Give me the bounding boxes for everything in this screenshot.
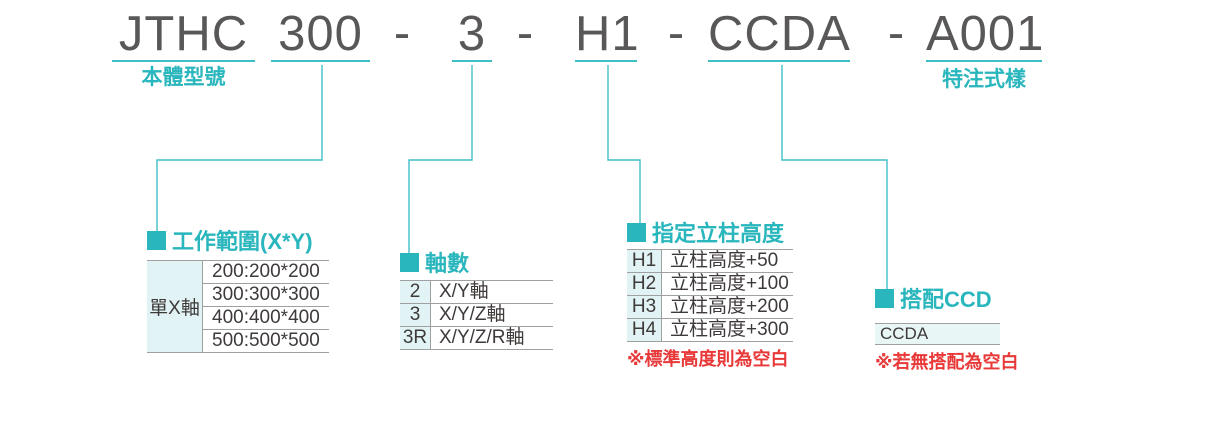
value-cell: X/Y/Z/R軸: [439, 327, 525, 348]
table-row: H1 立柱高度+50: [627, 250, 793, 272]
separator-dash: -: [887, 6, 905, 60]
square-bullet-icon: [627, 222, 646, 242]
table-row: 500:500*500: [203, 329, 329, 352]
value-cell: X/Y/Z軸: [439, 304, 506, 325]
standard-height-note: ※標準高度則為空白: [627, 349, 789, 369]
ccd-grid: CCDA: [875, 323, 1000, 345]
work-range-header: 工作範圍(X*Y): [147, 228, 329, 254]
table-row: 400:400*400: [203, 306, 329, 329]
model-segment-range: 300: [271, 8, 370, 62]
table-row: 200:200*200: [212, 261, 320, 282]
no-ccd-note: ※若無搭配為空白: [875, 352, 1019, 372]
work-range-values: 200:200*200 300:300*300 400:400*400 500:…: [202, 261, 329, 352]
code-cell: 2: [400, 281, 431, 303]
square-bullet-icon: [400, 252, 419, 272]
table-row: H2 立柱高度+100: [627, 272, 793, 295]
axes-table: 軸數 2 X/Y軸 3 X/Y/Z軸 3R X/Y/Z/R軸: [400, 250, 553, 350]
value-cell: 立柱高度+100: [670, 273, 789, 294]
ccd-header: 搭配CCD: [875, 286, 1019, 312]
column-height-title: 指定立柱高度: [652, 221, 785, 246]
model-segment-special: A001: [926, 7, 1045, 62]
value-cell: X/Y軸: [439, 281, 489, 302]
ccd-table: 搭配CCD CCDA ※若無搭配為空白: [875, 286, 1019, 374]
table-row: CCDA: [875, 324, 1000, 344]
code-cell: H2: [627, 273, 662, 295]
table-row: H3 立柱高度+200: [627, 295, 793, 318]
axes-title: 軸數: [425, 251, 470, 276]
code-cell: H4: [627, 319, 662, 341]
value-cell: 立柱高度+300: [670, 319, 789, 340]
work-range-grid: 單X軸 200:200*200 300:300*300 400:400*400 …: [147, 260, 329, 353]
model-segment-height: H1: [575, 7, 640, 62]
work-range-title: 工作範圍(X*Y): [172, 229, 313, 254]
single-x-axis-cell: 單X軸: [147, 261, 202, 352]
table-row: 2 X/Y軸: [400, 281, 553, 303]
axes-grid: 2 X/Y軸 3 X/Y/Z軸 3R X/Y/Z/R軸: [400, 280, 553, 350]
value-cell: 立柱高度+200: [670, 296, 789, 317]
work-range-table: 工作範圍(X*Y) 單X軸 200:200*200 300:300*300 40…: [147, 228, 329, 353]
separator-dash: -: [667, 6, 685, 60]
column-height-header: 指定立柱高度: [627, 220, 793, 246]
ccd-title: 搭配CCD: [900, 287, 992, 312]
square-bullet-icon: [147, 230, 166, 250]
value-cell: 立柱高度+50: [670, 250, 779, 271]
table-row: 3R X/Y/Z/R軸: [400, 326, 553, 349]
code-cell: 3: [400, 304, 431, 326]
code-cell: 3R: [400, 327, 431, 349]
column-height-table: 指定立柱高度 H1 立柱高度+50 H2 立柱高度+100 H3 立柱高度+20…: [627, 220, 793, 371]
model-segment-ccd: CCDA: [708, 7, 851, 62]
special-spec-label: 特注式樣: [942, 68, 1026, 91]
model-segment-body: JTHC: [112, 8, 255, 62]
square-bullet-icon: [875, 288, 894, 308]
separator-dash: -: [393, 6, 411, 60]
code-cell: H1: [627, 250, 662, 272]
model-segment-axes: 3: [452, 8, 492, 62]
code-cell: H3: [627, 296, 662, 318]
column-height-grid: H1 立柱高度+50 H2 立柱高度+100 H3 立柱高度+200 H4 立柱…: [627, 249, 793, 342]
table-row: 300:300*300: [203, 283, 329, 306]
separator-dash: -: [516, 6, 534, 60]
axes-header: 軸數: [400, 250, 553, 276]
body-model-label: 本體型號: [141, 66, 226, 89]
table-row: 3 X/Y/Z軸: [400, 303, 553, 326]
table-row: H4 立柱高度+300: [627, 318, 793, 341]
